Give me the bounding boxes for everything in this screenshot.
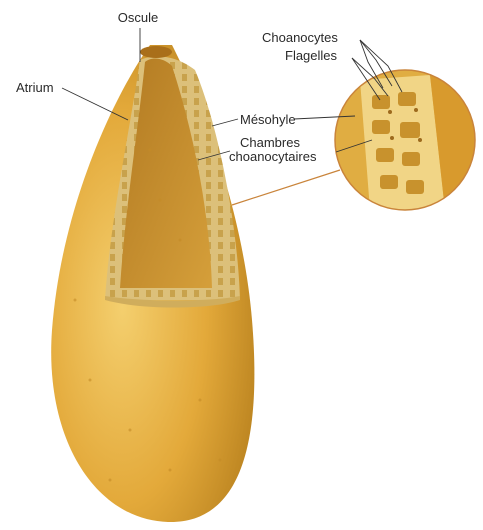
sponge-body: [51, 45, 254, 522]
label-flagelles: Flagelles: [285, 48, 338, 63]
label-atrium: Atrium: [16, 80, 54, 95]
label-mesohyle: Mésohyle: [240, 112, 296, 127]
label-choanocytes: Choanocytes: [262, 30, 338, 45]
label-chambres-line1: Chambres: [240, 135, 300, 150]
label-chambres-line2: choanocytaires: [229, 149, 317, 164]
label-oscule: Oscule: [118, 10, 158, 25]
osculum-opening: [140, 46, 172, 58]
